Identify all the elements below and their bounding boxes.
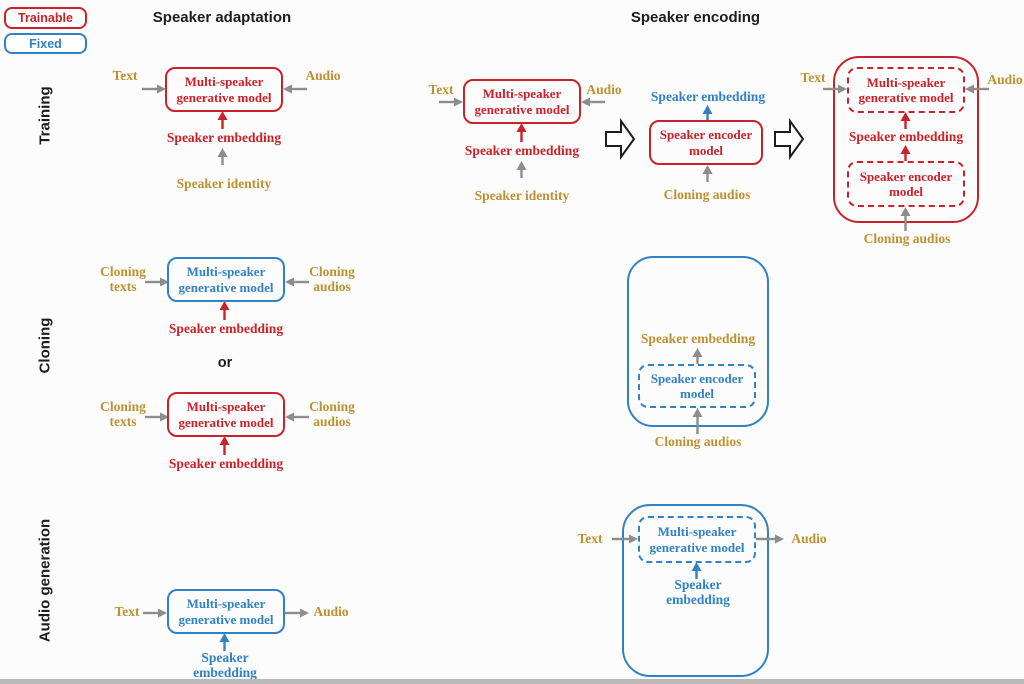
- legend-trainable-label: Trainable: [18, 11, 73, 25]
- arrow-right-icon: [756, 534, 784, 544]
- audio-label: Audio: [313, 604, 349, 619]
- speaker-embedding-label: Speaker embedding: [650, 89, 766, 104]
- text-label: Text: [428, 82, 454, 97]
- speaker-encoder-model-box: Speaker encoder model: [649, 120, 763, 165]
- multi-speaker-generative-model-box: Multi-speaker generative model: [167, 257, 285, 302]
- model-box-label: Multi-speaker generative model: [178, 596, 274, 627]
- arrow-right-icon: [145, 277, 169, 287]
- model-box-label: Speaker encoder model: [650, 370, 744, 401]
- speaker-embedding-label: Speaker embedding: [848, 129, 964, 144]
- arrow-left-icon: [965, 84, 989, 94]
- arrow-up-icon: [691, 562, 702, 579]
- cloning-audios-label: Cloning audios: [654, 434, 742, 449]
- arrow-up-icon: [692, 408, 703, 434]
- speaker-embedding-label: Speaker embedding: [666, 577, 730, 608]
- speaker-encoder-model-box: Speaker encoder model: [847, 161, 965, 207]
- arrow-left-icon: [283, 84, 307, 94]
- block-arrow-icon: [774, 117, 805, 161]
- arrow-right-icon: [612, 534, 638, 544]
- legend-fixed-label: Fixed: [29, 36, 62, 51]
- model-box-label: Speaker encoder model: [659, 127, 753, 158]
- arrow-up-icon: [516, 123, 527, 142]
- row-label-audio-generation: Audio generation: [36, 518, 54, 643]
- text-label: Text: [577, 531, 603, 546]
- speaker-embedding-label: Speaker embedding: [193, 650, 257, 681]
- column-header-speaker-encoding: Speaker encoding: [630, 9, 761, 26]
- arrow-up-icon: [702, 105, 713, 120]
- arrow-left-icon: [581, 97, 605, 107]
- arrow-up-icon: [516, 161, 527, 178]
- arrow-right-icon: [439, 97, 463, 107]
- arrow-up-icon: [219, 436, 230, 455]
- cloning-audios-label: Cloning audios: [863, 231, 951, 246]
- row-label-training: Training: [36, 86, 54, 145]
- text-label: Text: [114, 604, 140, 619]
- arrow-up-icon: [900, 207, 911, 231]
- text-label: Text: [800, 70, 826, 85]
- arrow-left-icon: [285, 277, 309, 287]
- speaker-identity-label: Speaker identity: [474, 188, 570, 203]
- model-box-label: Speaker encoder model: [859, 168, 953, 199]
- block-arrow-icon: [605, 117, 636, 161]
- multi-speaker-generative-model-box: Multi-speaker generative model: [638, 516, 756, 563]
- arrow-right-icon: [823, 84, 847, 94]
- model-box-label: Multi-speaker generative model: [649, 524, 745, 555]
- speaker-embedding-label: Speaker embedding: [168, 456, 284, 471]
- arrow-right-icon: [285, 608, 309, 618]
- multi-speaker-generative-model-box: Multi-speaker generative model: [847, 67, 965, 113]
- model-box-label: Multi-speaker generative model: [474, 86, 570, 117]
- multi-speaker-generative-model-box: Multi-speaker generative model: [463, 79, 581, 124]
- arrow-up-icon: [900, 145, 911, 161]
- text-label: Text: [112, 68, 138, 83]
- arrow-up-icon: [217, 148, 228, 165]
- or-label: or: [217, 355, 233, 371]
- speaker-identity-label: Speaker identity: [176, 176, 272, 191]
- column-header-speaker-adaptation: Speaker adaptation: [152, 9, 292, 26]
- multi-speaker-generative-model-box: Multi-speaker generative model: [165, 67, 283, 112]
- multi-speaker-generative-model-box: Multi-speaker generative model: [167, 589, 285, 634]
- speaker-embedding-label: Speaker embedding: [168, 321, 284, 336]
- model-box-label: Multi-speaker generative model: [178, 264, 274, 295]
- arrow-up-icon: [900, 112, 911, 129]
- speaker-embedding-label: Speaker embedding: [640, 331, 756, 346]
- arrow-right-icon: [145, 412, 169, 422]
- arrow-up-icon: [692, 348, 703, 364]
- arrow-up-icon: [702, 165, 713, 182]
- bottom-gray-strip: [0, 679, 1024, 684]
- speaker-encoder-model-box: Speaker encoder model: [638, 364, 756, 408]
- arrow-up-icon: [219, 301, 230, 320]
- audio-label: Audio: [791, 531, 827, 546]
- audio-label: Audio: [305, 68, 341, 83]
- model-box-label: Multi-speaker generative model: [176, 74, 272, 105]
- cloning-audios-label: Cloning audios: [309, 264, 355, 295]
- arrow-right-icon: [143, 608, 167, 618]
- cloning-audios-label: Cloning audios: [309, 399, 355, 430]
- cloning-texts-label: Cloning texts: [100, 399, 146, 430]
- audio-label: Audio: [987, 72, 1023, 87]
- cloning-texts-label: Cloning texts: [100, 264, 146, 295]
- row-label-cloning: Cloning: [36, 317, 54, 374]
- legend-fixed-chip: Fixed: [4, 33, 87, 54]
- arrow-right-icon: [142, 84, 166, 94]
- model-box-label: Multi-speaker generative model: [178, 399, 274, 430]
- arrow-up-icon: [219, 633, 230, 651]
- multi-speaker-generative-model-box: Multi-speaker generative model: [167, 392, 285, 437]
- arrow-left-icon: [285, 412, 309, 422]
- legend-trainable-chip: Trainable: [4, 7, 87, 29]
- audio-label: Audio: [586, 82, 622, 97]
- speaker-embedding-label: Speaker embedding: [464, 143, 580, 158]
- model-box-label: Multi-speaker generative model: [858, 74, 954, 105]
- fixed-container-box: [622, 504, 769, 677]
- arrow-up-icon: [217, 111, 228, 129]
- speaker-embedding-label: Speaker embedding: [166, 130, 282, 145]
- cloning-audios-label: Cloning audios: [663, 187, 751, 202]
